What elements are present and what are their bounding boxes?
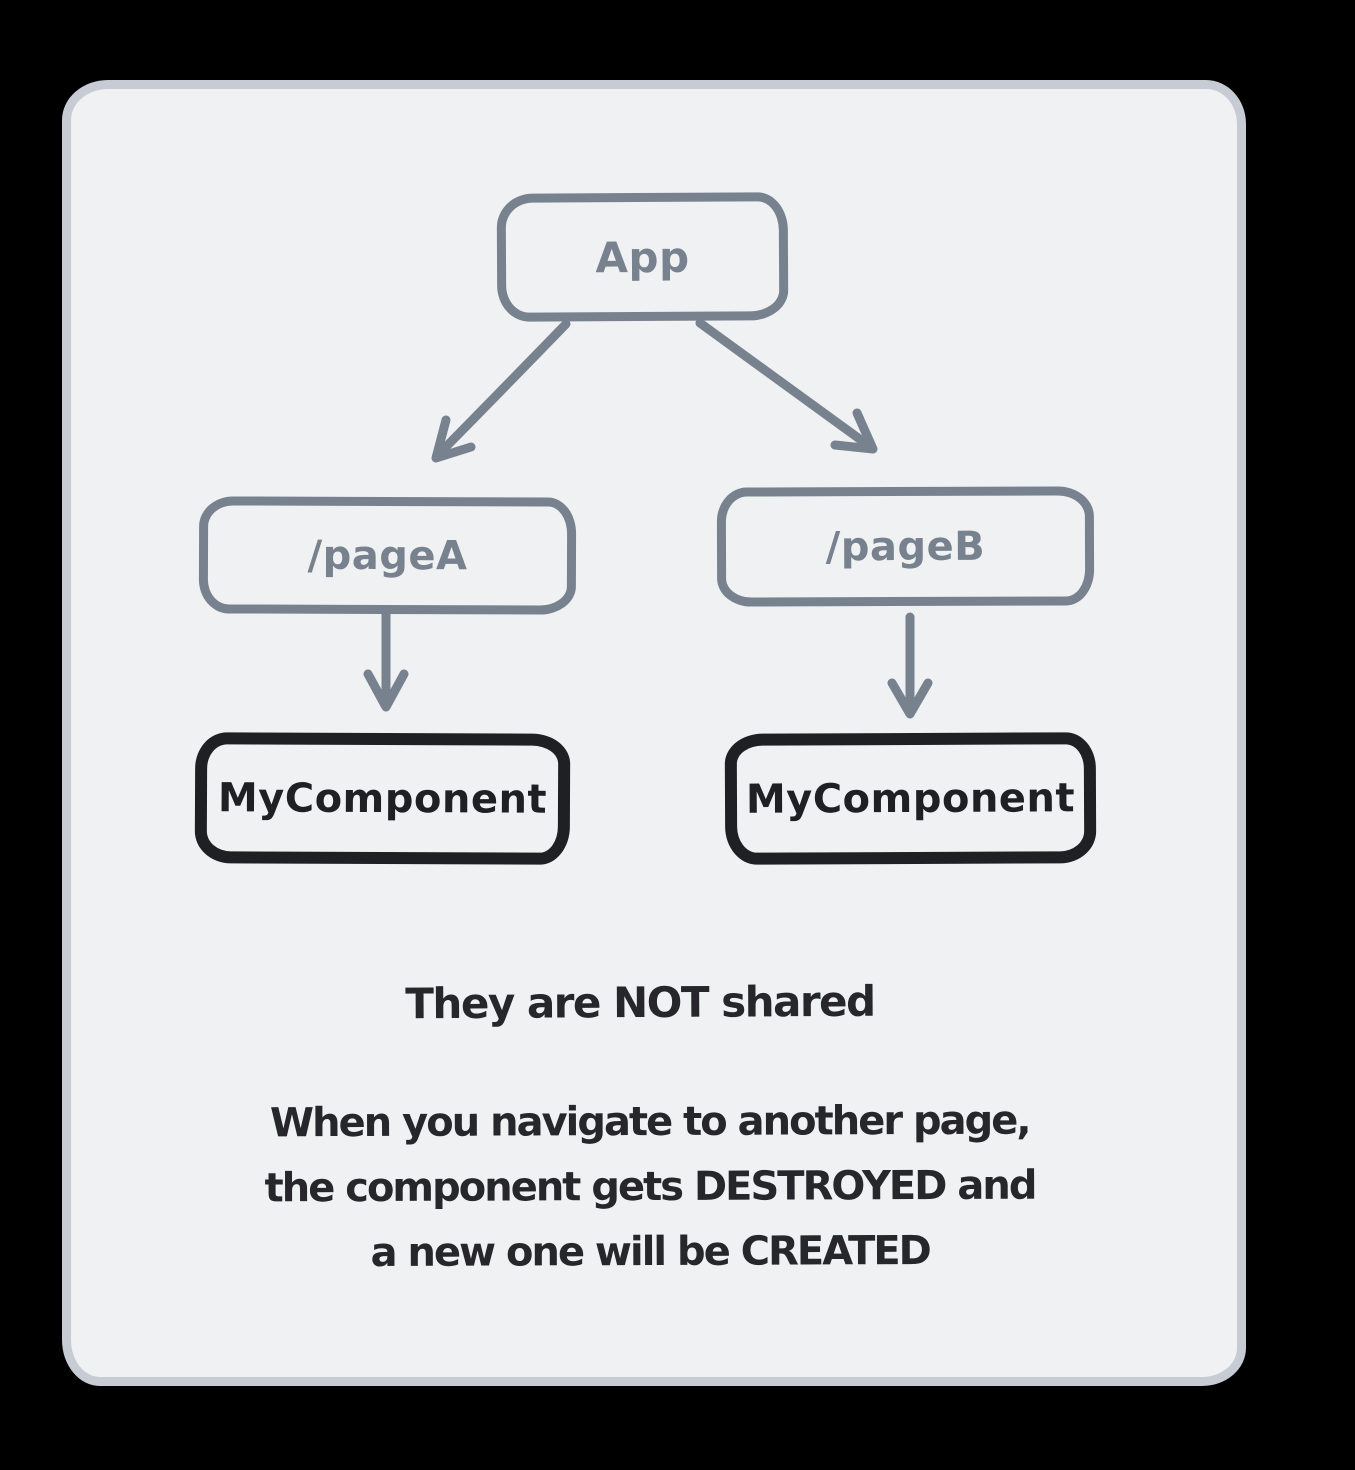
node-mycomponent-right: MyComponent [724,732,1097,865]
node-page-a: /pageA [198,496,577,615]
caption-explanation-line1: When you navigate to another page, [269,1097,1030,1147]
node-page-a-label: /pageA [307,532,468,579]
caption-explanation: When you navigate to another page, the c… [160,1088,1141,1286]
caption-explanation-line3: a new one will be CREATED [370,1228,930,1276]
node-mycomponent-left-label: MyComponent [217,774,548,823]
node-mycomponent-right-label: MyComponent [745,774,1076,823]
node-app-label: App [595,232,690,282]
caption-not-shared: They are NOT shared [405,976,875,1029]
node-page-b: /pageB [716,486,1095,607]
node-app: App [496,192,789,322]
node-page-b-label: /pageB [825,523,986,570]
node-mycomponent-left: MyComponent [194,732,571,865]
caption-explanation-line2: the component gets DESTROYED and [264,1162,1036,1212]
